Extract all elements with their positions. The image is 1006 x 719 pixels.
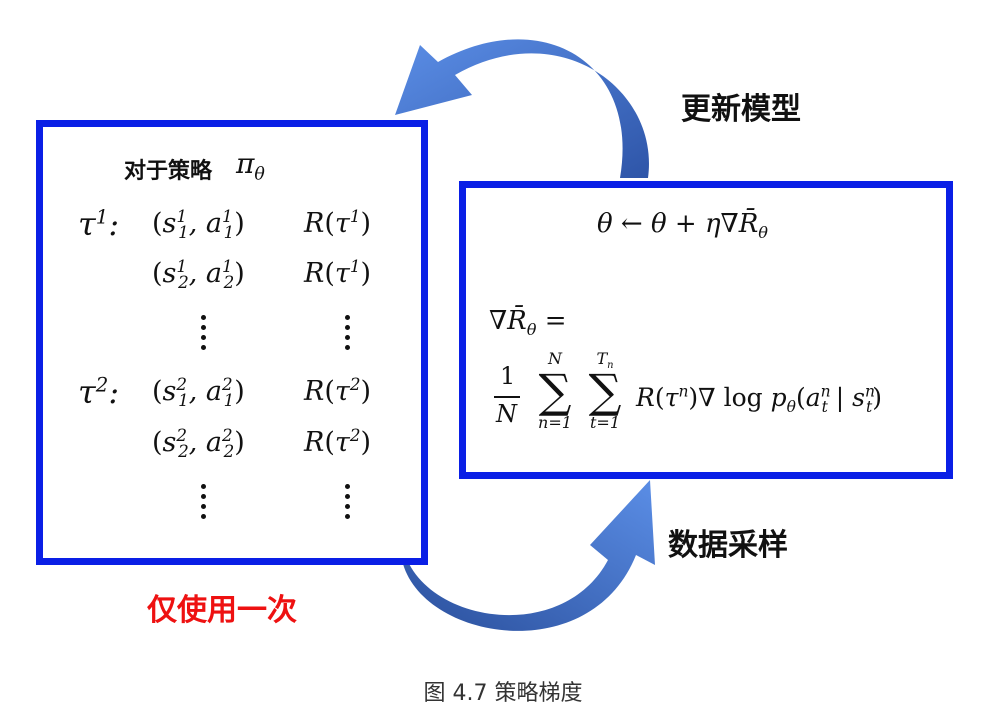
vdots-rewards-2 xyxy=(345,484,351,524)
sum-over-n: N ∑ n=1 xyxy=(538,349,572,432)
vdots-pairs-2 xyxy=(201,484,207,524)
gradient-lhs: ∇R̄θ = xyxy=(489,306,567,340)
reward-t1-row1: R(τ1) xyxy=(304,206,372,239)
reward-t2-row1: R(τ2) xyxy=(304,374,372,407)
update-rule: θ ← θ + η∇R̄θ xyxy=(597,209,768,243)
fraction-numerator: 1 xyxy=(500,362,516,390)
figure-caption: 图 4.7 策略梯度 xyxy=(423,681,583,706)
update-arrow xyxy=(395,39,649,179)
trajectory-box xyxy=(36,120,428,565)
reward-t2-row2: R(τ2) xyxy=(304,425,372,458)
summand: R(τn)∇ log pθ(ant | snt) xyxy=(636,382,882,416)
use-once-label: 仅使用一次 xyxy=(147,593,297,628)
update-model-label: 更新模型 xyxy=(681,92,801,127)
vdots-pairs-1 xyxy=(201,315,207,355)
sample-arrow xyxy=(402,480,655,631)
pair-s1-a1-t1: (s11, a11) xyxy=(152,206,245,243)
tau1-label: τ1: xyxy=(78,205,120,243)
policy-symbol: πθ xyxy=(236,147,265,185)
fraction-bar xyxy=(494,396,520,398)
for-policy-label: 对于策略 xyxy=(124,159,213,184)
sum-over-t: Tn ∑ t=1 xyxy=(588,349,622,432)
fraction-denominator: N xyxy=(496,400,517,428)
reward-t1-row2: R(τ1) xyxy=(304,256,372,289)
vdots-rewards-1 xyxy=(345,315,351,355)
pair-s2-a2-t1: (s12, a12) xyxy=(152,256,245,293)
update-formula-box xyxy=(459,181,953,479)
pair-s1-a1-t2: (s21, a21) xyxy=(152,374,245,411)
data-sampling-label: 数据采样 xyxy=(668,528,788,563)
pair-s2-a2-t2: (s22, a22) xyxy=(152,425,245,462)
tau2-label: τ2: xyxy=(78,373,120,411)
